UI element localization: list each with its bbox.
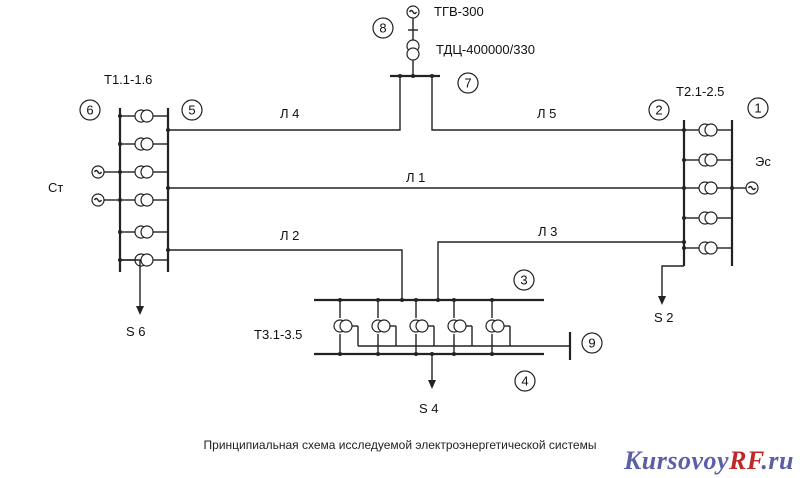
- t2-label: Т2.1-2.5: [676, 84, 724, 99]
- svg-text:9: 9: [588, 336, 595, 351]
- load-arrow-s6: [120, 259, 144, 315]
- transformer-tdc: [406, 39, 420, 76]
- line-l3: [437, 241, 684, 300]
- generator-label: ТГВ-300: [434, 4, 484, 19]
- node-number-4: 4: [514, 370, 536, 392]
- transformer-bank-t3: [333, 300, 514, 354]
- load-s6-label: S 6: [126, 324, 146, 339]
- watermark-main: Kursovoy: [623, 446, 730, 475]
- svg-text:7: 7: [464, 76, 471, 91]
- svg-text:5: 5: [188, 103, 195, 118]
- load-s4-label: S 4: [419, 401, 439, 416]
- t1-label: Т1.1-1.6: [104, 72, 152, 87]
- transformer-bank-t2: [684, 123, 732, 255]
- diagram-caption: Принципиальная схема исследуемой электро…: [203, 438, 597, 452]
- svg-text:3: 3: [520, 273, 527, 288]
- node-number-9: 9: [581, 332, 603, 354]
- system-label: Эс: [755, 154, 771, 169]
- line-l2: [168, 249, 403, 300]
- load-arrow-s4: [428, 354, 436, 389]
- transformer-bank-t1: [120, 109, 168, 267]
- line-l2-label: Л 2: [280, 228, 299, 243]
- svg-text:8: 8: [379, 21, 386, 36]
- line-l3-label: Л 3: [538, 224, 557, 239]
- line-l5: [431, 76, 684, 131]
- svg-text:1: 1: [754, 101, 761, 116]
- line-l1-label: Л 1: [406, 170, 425, 185]
- system-generator: [732, 181, 759, 195]
- node-number-6: 6: [79, 99, 101, 121]
- watermark-suffix: .ru: [761, 446, 794, 475]
- t3-label: Т3.1-3.5: [254, 327, 302, 342]
- generator-tgv-300: [406, 5, 420, 42]
- transformer-label: ТДЦ-400000/330: [436, 42, 535, 57]
- node-number-8: 8: [372, 17, 394, 39]
- svg-text:6: 6: [86, 103, 93, 118]
- svg-text:4: 4: [521, 374, 528, 389]
- line-l4-label: Л 4: [280, 106, 299, 121]
- line-l4: [168, 76, 401, 131]
- node-number-2: 2: [648, 99, 670, 121]
- station-label: Ст: [48, 180, 63, 195]
- load-s2-label: S 2: [654, 310, 674, 325]
- node-number-3: 3: [513, 269, 535, 291]
- station-generators: [91, 165, 120, 207]
- node-number-5: 5: [181, 99, 203, 121]
- svg-text:2: 2: [655, 103, 662, 118]
- node-number-7: 7: [457, 72, 479, 94]
- node-number-1: 1: [747, 97, 769, 119]
- watermark-accent: RF: [729, 446, 762, 475]
- load-arrow-s2: [658, 265, 684, 305]
- line-l5-label: Л 5: [537, 106, 556, 121]
- site-watermark: KursovoyRF.ru: [624, 446, 794, 476]
